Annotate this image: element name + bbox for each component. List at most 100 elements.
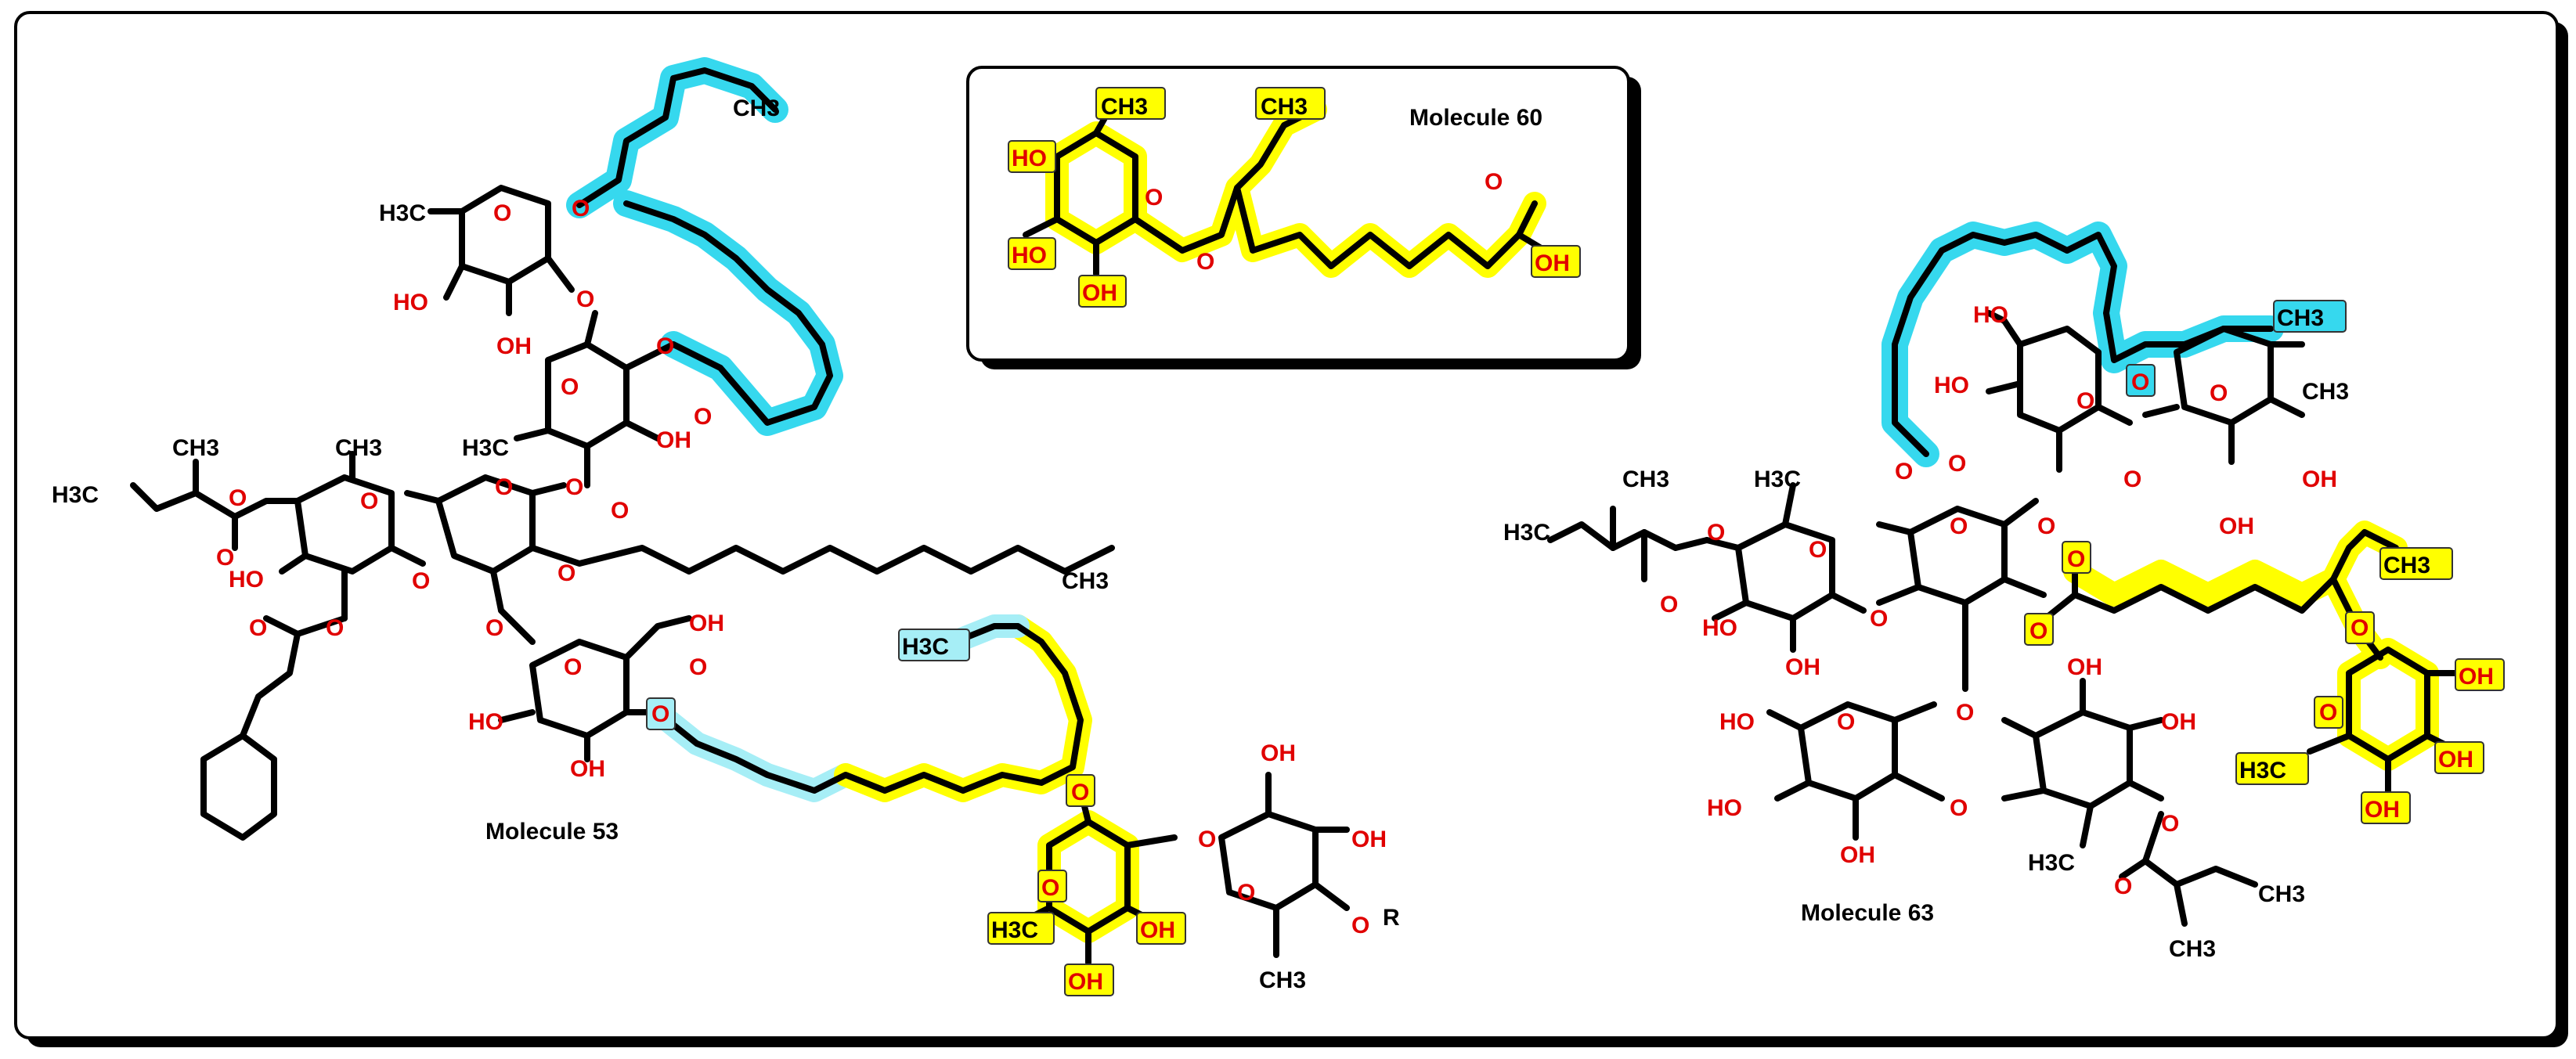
molecule-53-ester-o-left: O xyxy=(229,485,247,511)
molecule-63-oh-6: OH xyxy=(2161,709,2196,735)
molecule-63-ring-o-4: O xyxy=(1809,537,1827,563)
molecule-63-ring-o-6: O xyxy=(2319,700,2337,726)
molecule-53-ho-left: HO xyxy=(229,567,264,593)
molecule-63-ch3-bottom: CH3 xyxy=(2258,881,2305,907)
molecule-53-ho-1: HO xyxy=(393,290,428,315)
molecule-53-oh-4: OH xyxy=(1261,740,1296,766)
molecule-53-o-link-3: O xyxy=(412,568,430,594)
molecule-63-h3c-left: H3C xyxy=(1503,520,1550,546)
molecule-53-o-link-1: O xyxy=(576,286,594,312)
molecule-53-carbonyl-o-2: O xyxy=(611,498,629,524)
molecule-53-ring-o-2: O xyxy=(561,374,579,400)
molecule-63-carbonyl-o-1: O xyxy=(1895,459,1913,484)
molecule-63-ring-o-3: O xyxy=(1950,513,1968,539)
molecule-53-carbonyl-o-cinnamate: O xyxy=(249,615,267,641)
molecule-63-oh-3: OH xyxy=(1785,654,1820,680)
molecule-60-glycosidic-o: O xyxy=(1196,249,1214,275)
molecule-63-ring-o-1: O xyxy=(2076,388,2094,414)
molecule-63-oh-8: OH xyxy=(2365,797,2400,823)
molecule-53-ester-o-1: O xyxy=(656,333,674,359)
molecule-63-h3c-sugar: H3C xyxy=(1754,466,1801,492)
molecule-63-oh-1: OH xyxy=(2302,466,2337,492)
molecule-53-o-link-2: O xyxy=(565,474,583,500)
molecule-63-ch3-left: CH3 xyxy=(1622,466,1669,492)
molecule-63-carbonyl-o-3: O xyxy=(2114,873,2132,899)
molecule-53-oh-ch2: OH xyxy=(689,611,724,636)
molecule-60-ho-1: HO xyxy=(1012,146,1047,171)
molecule-53-oh-7: OH xyxy=(1068,969,1103,995)
molecule-63-oh-2: OH xyxy=(2219,513,2254,539)
molecule-63-ch3-bottom-2: CH3 xyxy=(2169,936,2216,962)
molecule-60: CH3 CH3 Molecule 60 HO HO OH O O O OH xyxy=(1008,87,1581,308)
molecule-63-o-link-4: O xyxy=(1956,700,1974,726)
molecule-63-h3c-sugar-2: H3C xyxy=(2239,758,2286,783)
molecule-60-ch3-sugar: CH3 xyxy=(1101,94,1148,120)
molecule-63-carbonyl-o-2: O xyxy=(2067,546,2085,572)
molecule-53-ring-o-4: O xyxy=(360,488,378,514)
molecule-63-o-link-3: O xyxy=(1870,606,1888,632)
molecule-63-ho-3: HO xyxy=(1719,709,1755,735)
molecule-53-ch3-left-sugar: CH3 xyxy=(335,435,382,461)
molecule-53-ch3-bottom: CH3 xyxy=(1259,967,1306,993)
molecule-53-o-link-5: O xyxy=(1071,780,1089,805)
molecule-63-ho-ch2: HO xyxy=(1973,302,2008,328)
molecule-53-ch3-chain: CH3 xyxy=(1062,568,1109,594)
molecule-60-label: Molecule 60 xyxy=(1409,105,1542,131)
molecule-63-ester-o-2: O xyxy=(2029,618,2047,644)
molecule-53-carbonyl-o-left: O xyxy=(216,545,234,571)
molecule-63-ring-o-2: O xyxy=(2210,380,2228,406)
molecule-53-h3c-top-sugar: H3C xyxy=(379,200,426,226)
molecule-53-o-link-6: O xyxy=(1198,827,1216,852)
molecule-53-ring-o-3: O xyxy=(495,474,513,500)
molecule-53-o-r: O xyxy=(1351,913,1369,938)
molecule-63-ester-o-3: O xyxy=(2161,811,2179,837)
molecule-53-oh-2: OH xyxy=(656,427,691,453)
molecule-60-carbonyl-o: O xyxy=(1485,169,1503,195)
molecule-63-oh-9: OH xyxy=(1840,842,1875,868)
molecule-53-o-link-4: O xyxy=(485,615,503,641)
molecule-60-ho-2: HO xyxy=(1012,243,1047,268)
molecule-53-h3c-left: H3C xyxy=(52,482,99,508)
molecule-63-glycosidic-o-1: O xyxy=(2131,369,2149,395)
molecule-53-ring-o-1: O xyxy=(493,200,511,226)
molecule-63-ester-o-1: O xyxy=(1948,451,1966,477)
molecule-53-r-group: R xyxy=(1383,905,1400,931)
molecule-63-ho-4: HO xyxy=(1707,795,1742,821)
molecule-53-ester-o-cinnamate: O xyxy=(326,615,344,641)
molecule-53-carbonyl-o-3: O xyxy=(689,654,707,680)
molecule-63-ch3-right: CH3 xyxy=(2302,379,2349,405)
molecule-53-ester-o-3: O xyxy=(651,701,669,727)
molecule-53-ch3-top: CH3 xyxy=(733,95,780,121)
molecule-63-o-link-1: O xyxy=(2123,466,2141,492)
molecule-53: CH3 H3C O O HO O OH O O O H3C OH CH3 CH3… xyxy=(52,57,1400,996)
molecule-60-ring-o: O xyxy=(1145,185,1163,211)
molecule-53-ester-o-2: O xyxy=(557,560,575,586)
molecule-53-oh-6: OH xyxy=(1140,917,1175,943)
molecule-60-ch3-chain: CH3 xyxy=(1261,94,1308,120)
molecule-63-carbonyl-o-left: O xyxy=(1660,592,1678,618)
molecule-63-ho-2: HO xyxy=(1702,615,1737,641)
molecule-53-glycosidic-o-1: O xyxy=(572,196,590,222)
molecule-63-oh-7: OH xyxy=(2438,747,2473,773)
molecule-53-ho-2: HO xyxy=(468,709,503,735)
molecule-63-ring-o-5: O xyxy=(1837,709,1855,735)
molecule-63-ch3-chain: CH3 xyxy=(2383,553,2430,578)
molecule-60-oh-3: OH xyxy=(1082,280,1117,306)
molecule-53-h3c-3: H3C xyxy=(991,917,1038,943)
molecule-53-carbonyl-o-1: O xyxy=(694,404,712,430)
molecule-63: CH3 HO O HO O O CH3 OH O O O OH CH3 H3C … xyxy=(1503,222,2505,962)
molecule-63-oh-4: OH xyxy=(2067,654,2102,680)
molecule-53-h3c-2: H3C xyxy=(462,435,509,461)
molecule-53-ring-o-6: O xyxy=(1041,875,1059,901)
molecule-63-o-link-2: O xyxy=(2037,513,2055,539)
molecule-53-oh-1: OH xyxy=(496,333,532,359)
molecule-53-h3c-chain: H3C xyxy=(902,634,949,660)
molecule-63-oh-5: OH xyxy=(2459,664,2494,690)
molecule-63-glycosidic-o-2: O xyxy=(2351,615,2369,641)
molecule-63-ester-o-left: O xyxy=(1707,520,1725,546)
molecule-60-acid-oh: OH xyxy=(1535,250,1570,276)
molecule-63-ch3-top: CH3 xyxy=(2277,305,2324,331)
molecule-63-h3c-inositol: H3C xyxy=(2028,850,2075,876)
molecule-53-oh-3: OH xyxy=(570,756,605,782)
